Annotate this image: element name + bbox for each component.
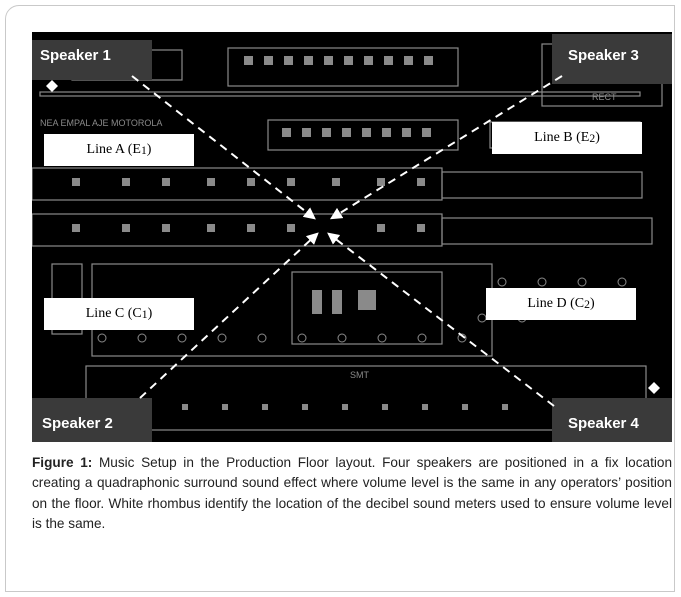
speaker-2-box bbox=[32, 398, 152, 442]
caption-text: Music Setup in the Production Floor layo… bbox=[32, 455, 673, 532]
arrow-speaker1 bbox=[131, 75, 316, 220]
floor-plan-drawing bbox=[32, 34, 672, 442]
caption-lead: Figure 1: bbox=[32, 455, 93, 470]
speaker-3-label: Speaker 3 bbox=[568, 47, 639, 64]
floor-text-smt: SMT bbox=[350, 370, 369, 380]
rhombus-marker bbox=[648, 382, 660, 394]
speaker-1-box bbox=[32, 40, 152, 80]
speaker-1-label: Speaker 1 bbox=[40, 47, 111, 64]
speaker-2-label: Speaker 2 bbox=[42, 415, 113, 432]
figure-frame bbox=[5, 5, 675, 592]
rhombus-marker bbox=[46, 80, 58, 92]
floor-text-rect: RECT bbox=[592, 92, 617, 102]
speaker-3-box bbox=[552, 34, 672, 84]
speaker-4-label: Speaker 4 bbox=[568, 415, 639, 432]
floor-plan-fixtures bbox=[72, 56, 508, 410]
floor-layout-figure: Speaker 1 Speaker 3 Speaker 2 Speaker 4 … bbox=[32, 32, 672, 442]
figure-caption: Figure 1: Music Setup in the Production … bbox=[32, 453, 672, 535]
floor-plan-outlines bbox=[32, 43, 663, 431]
arrow-speaker4 bbox=[327, 232, 555, 407]
arrow-speaker2 bbox=[139, 232, 319, 399]
floor-text-line-a: NEA EMPAL AJE MOTOROLA bbox=[40, 118, 163, 128]
arrow-speaker3 bbox=[329, 75, 563, 220]
speaker-4-box bbox=[552, 398, 672, 442]
